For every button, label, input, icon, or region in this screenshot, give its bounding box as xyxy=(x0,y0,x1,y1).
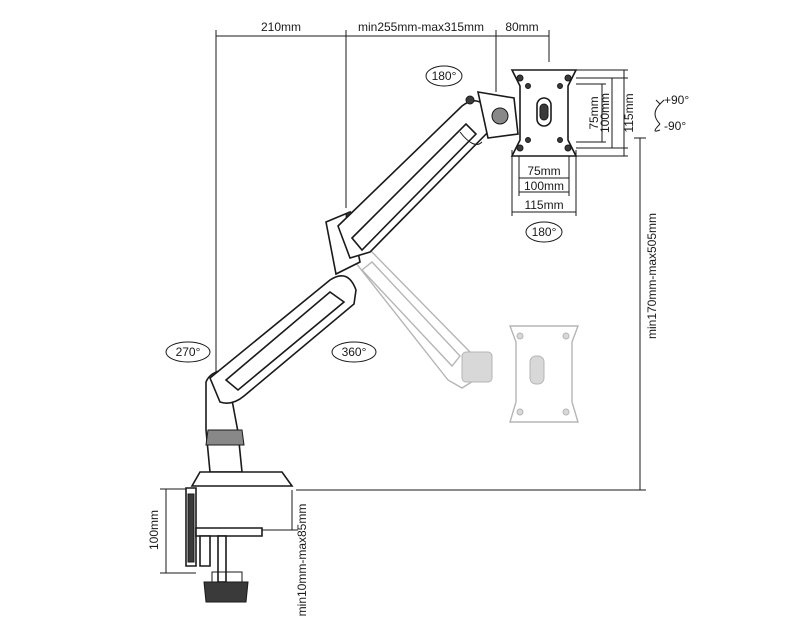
label-rotate-top: 180° xyxy=(432,69,457,83)
label-80: 80mm xyxy=(505,20,538,34)
dimension-lines xyxy=(160,30,646,574)
label-tilt-down: -90° xyxy=(664,119,686,133)
rotate-arm-ellipse xyxy=(331,341,377,363)
rotation-indicators xyxy=(165,65,665,363)
label-255-315: min255mm-max315mm xyxy=(358,20,484,34)
label-vesa-v-75: 75mm xyxy=(587,96,601,129)
label-desk-thickness: min10mm-max85mm xyxy=(295,504,309,617)
label-clamp-height: 100mm xyxy=(147,510,161,550)
ghost-arm xyxy=(350,249,580,423)
monitor-arm xyxy=(190,91,519,487)
label-vesa-h-75: 75mm xyxy=(527,164,560,178)
label-vesa-v-100: 100mm xyxy=(598,93,612,133)
rotate-top-ellipse xyxy=(425,65,463,87)
label-vesa-h-115: 115mm xyxy=(524,198,563,212)
label-vesa-v-115: 115mm xyxy=(622,93,636,132)
label-210: 210mm xyxy=(261,20,301,34)
rotation-labels: 180° 180° +90° -90° 270° 360° xyxy=(176,69,690,359)
dimension-labels: 210mm min255mm-max315mm 80mm 75mm 100mm … xyxy=(147,20,659,616)
label-tilt-up: +90° xyxy=(664,93,689,107)
label-rotate-bottom: 180° xyxy=(532,225,557,239)
vesa-plate xyxy=(510,69,578,157)
label-rotate-base: 270° xyxy=(176,345,201,359)
tilt-arrow-up xyxy=(654,103,661,125)
desk-clamp xyxy=(185,487,263,603)
label-vesa-h-100: 100mm xyxy=(524,179,564,193)
rotate-bottom-ellipse xyxy=(525,221,563,243)
rotate-base-ellipse xyxy=(165,341,211,363)
label-height-range: min170mm-max505mm xyxy=(645,213,659,339)
label-rotate-arm: 360° xyxy=(342,345,367,359)
